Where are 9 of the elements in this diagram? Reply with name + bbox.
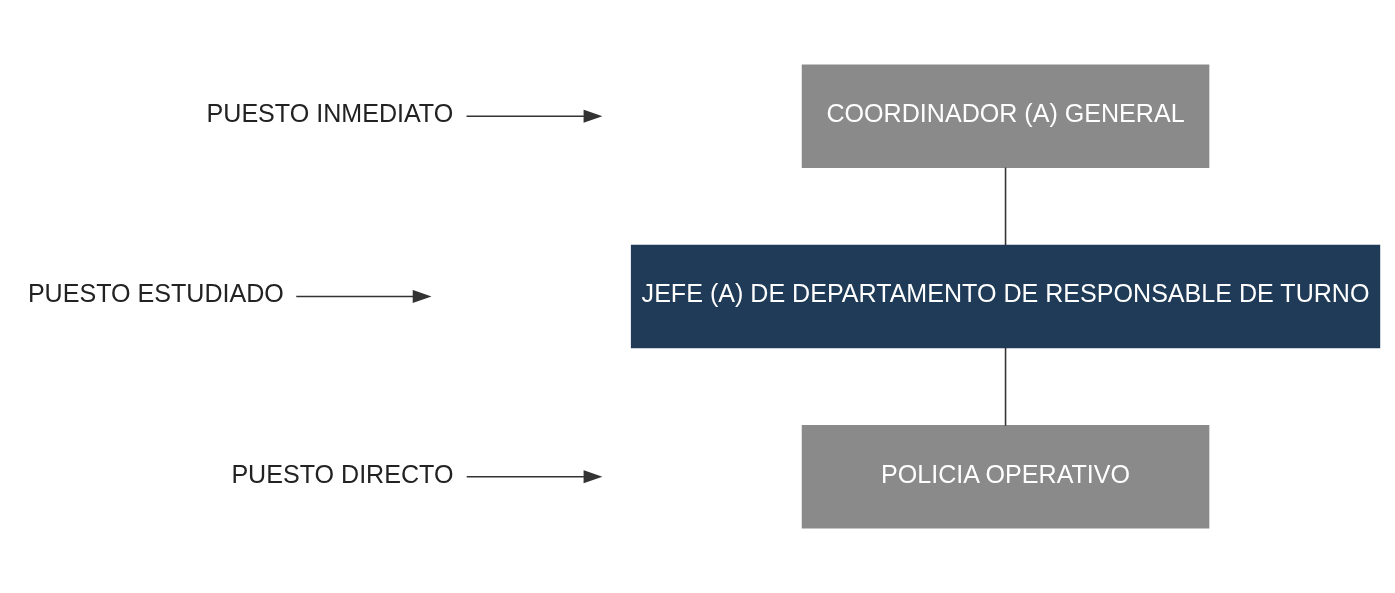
node-text: PUESTO DIRECTO bbox=[231, 459, 454, 488]
arrow bbox=[295, 289, 432, 304]
node-box: JEFE (A) DE DEPARTAMENTO DE RESPONSABLE DE TURNO bbox=[630, 244, 1381, 349]
node-box: COORDINADOR (A) GENERAL bbox=[801, 64, 1210, 168]
node-box: POLICIA OPERATIVO bbox=[801, 425, 1210, 529]
node-text: PUESTO INMEDIATO bbox=[206, 99, 454, 128]
connector bbox=[1004, 166, 1007, 247]
node-text: PUESTO ESTUDIADO bbox=[27, 279, 284, 308]
connector bbox=[1004, 347, 1007, 427]
